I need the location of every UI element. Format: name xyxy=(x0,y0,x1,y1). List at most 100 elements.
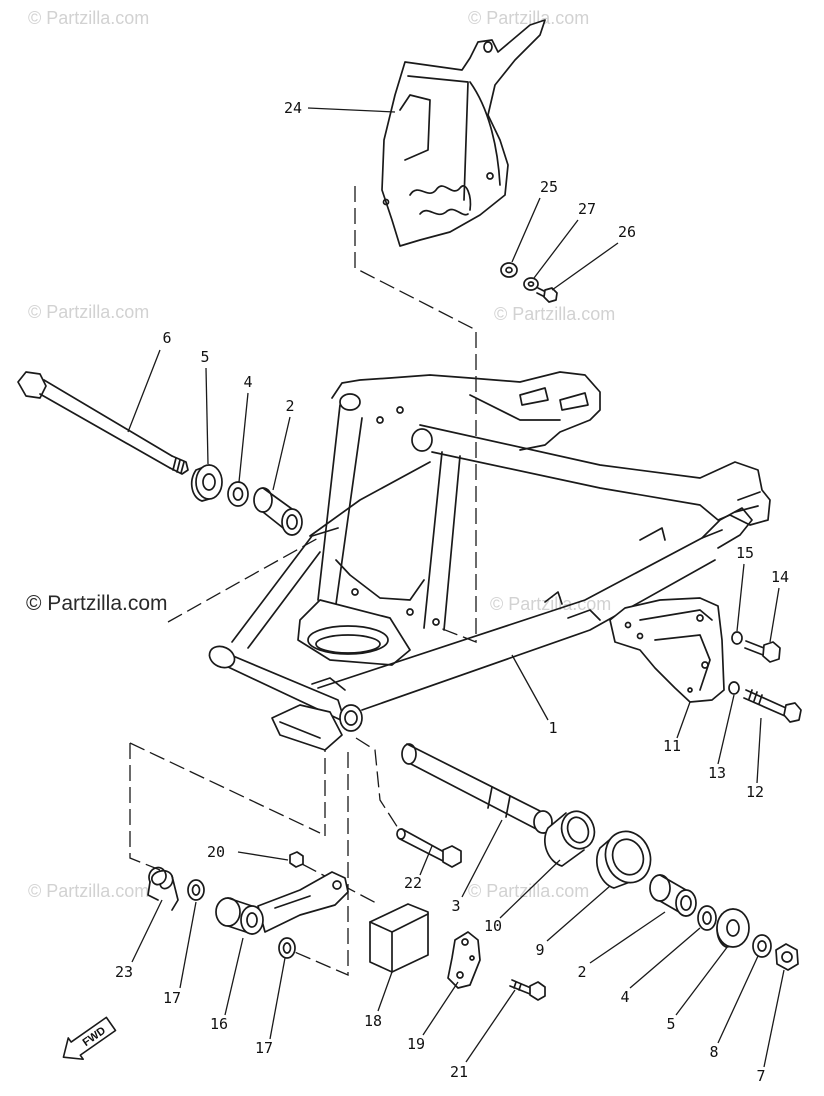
callout-13: 13 xyxy=(708,764,726,782)
nut-part-15 xyxy=(731,631,743,645)
arm-part-16 xyxy=(215,871,349,935)
seal-part-9 xyxy=(595,830,652,889)
callout-21: 21 xyxy=(450,1063,468,1081)
assembly-line-link xyxy=(289,752,349,976)
washer-part-4 xyxy=(227,481,249,507)
callout-1: 1 xyxy=(548,719,557,737)
assembly-line-link xyxy=(129,743,161,871)
leader-line-18 xyxy=(377,971,393,1012)
callout-18: 18 xyxy=(364,1012,382,1030)
axle-part-6 xyxy=(17,371,189,475)
callout-26: 26 xyxy=(618,223,636,241)
leader-line-14 xyxy=(769,587,780,643)
bolt-part-22 xyxy=(396,828,462,868)
callout-17-right: 17 xyxy=(255,1039,273,1057)
assembly-line-nut xyxy=(301,863,379,905)
leader-line-22 xyxy=(419,845,433,876)
swingarm-part-1 xyxy=(208,371,771,751)
callout-17-left: 17 xyxy=(163,989,181,1007)
leader-line-20 xyxy=(237,851,289,861)
callout-labels: 24 25 27 26 6 5 4 2 15 14 1 11 13 12 20 … xyxy=(115,99,789,1085)
bolt-part-26 xyxy=(536,287,558,303)
bolt-part-14 xyxy=(744,640,781,663)
callout-24: 24 xyxy=(284,99,302,117)
leader-line-2 xyxy=(272,416,291,491)
washer-part-25 xyxy=(500,262,518,278)
collar-part-17-left xyxy=(187,879,205,901)
nut-part-13 xyxy=(728,681,740,695)
assembly-line-link xyxy=(129,742,321,834)
cover-part-24 xyxy=(381,19,546,247)
fwd-arrow-shape xyxy=(62,1016,117,1061)
leader-line-26 xyxy=(551,242,619,291)
watermarks: © Partzilla.com © Partzilla.com © Partzi… xyxy=(26,8,615,901)
callout-4: 4 xyxy=(243,373,252,391)
watermark: © Partzilla.com xyxy=(28,8,149,28)
leader-line-4 xyxy=(238,392,249,483)
block-part-18 xyxy=(369,903,429,973)
watermark: © Partzilla.com xyxy=(28,302,149,322)
collar-part-17-right xyxy=(278,937,296,959)
callout-12: 12 xyxy=(746,783,764,801)
callout-23: 23 xyxy=(115,963,133,981)
callout-2-right: 2 xyxy=(577,963,586,981)
bracket-part-11 xyxy=(609,597,725,703)
assembly-line-bolt xyxy=(355,737,399,829)
watermark: © Partzilla.com xyxy=(28,881,149,901)
bushing-part-2-right xyxy=(649,874,697,917)
leader-line-3 xyxy=(461,819,503,898)
assembly-lines xyxy=(129,186,477,976)
leader-line-1 xyxy=(511,654,549,721)
callout-27: 27 xyxy=(578,200,596,218)
leader-line-17-left xyxy=(179,901,197,989)
leader-line-12 xyxy=(756,717,762,784)
callout-16: 16 xyxy=(210,1015,228,1033)
fwd-arrow: FWD xyxy=(62,1016,117,1061)
bearing-part-5-right xyxy=(716,908,750,948)
callout-8: 8 xyxy=(709,1043,718,1061)
bushing-part-2 xyxy=(253,487,303,536)
leader-line-21 xyxy=(465,989,516,1063)
callout-22: 22 xyxy=(404,874,422,892)
callout-20: 20 xyxy=(207,843,225,861)
washer-part-27 xyxy=(523,277,539,291)
callout-19: 19 xyxy=(407,1035,425,1053)
washer-part-4-right xyxy=(697,905,717,931)
callout-14: 14 xyxy=(771,568,789,586)
spring-part-23 xyxy=(147,866,179,911)
leader-lines xyxy=(127,107,785,1068)
assembly-line-cover xyxy=(354,186,477,643)
leader-line-4-right xyxy=(629,927,701,989)
nut-part-7 xyxy=(775,943,799,971)
leader-line-6 xyxy=(127,349,161,433)
callout-4-right: 4 xyxy=(620,988,629,1006)
leader-line-10 xyxy=(499,859,561,919)
callout-6: 6 xyxy=(162,329,171,347)
watermark-prominent: © Partzilla.com xyxy=(26,592,168,615)
leader-line-5 xyxy=(205,367,209,465)
callout-3: 3 xyxy=(451,897,460,915)
leader-line-17-right xyxy=(269,957,286,1040)
cup-part-10 xyxy=(543,810,596,867)
leader-line-11 xyxy=(676,701,691,739)
leader-line-13 xyxy=(717,694,735,765)
callout-2: 2 xyxy=(285,397,294,415)
callout-10: 10 xyxy=(484,917,502,935)
washer-part-8 xyxy=(752,934,772,958)
leader-line-8 xyxy=(717,955,759,1044)
bolt-part-21 xyxy=(509,979,546,1001)
shaft-part-3 xyxy=(401,743,553,834)
callout-11: 11 xyxy=(663,737,681,755)
leader-line-9 xyxy=(546,885,611,942)
watermark: © Partzilla.com xyxy=(490,594,611,614)
callout-15: 15 xyxy=(736,544,754,562)
bearing-part-5 xyxy=(190,464,223,502)
leader-line-16 xyxy=(224,937,244,1016)
leader-line-23 xyxy=(131,899,163,963)
watermark: © Partzilla.com xyxy=(468,8,589,28)
assembly-line-axle xyxy=(167,536,321,623)
watermark: © Partzilla.com xyxy=(494,304,615,324)
leader-line-25 xyxy=(511,197,541,263)
leader-line-24 xyxy=(307,107,396,113)
